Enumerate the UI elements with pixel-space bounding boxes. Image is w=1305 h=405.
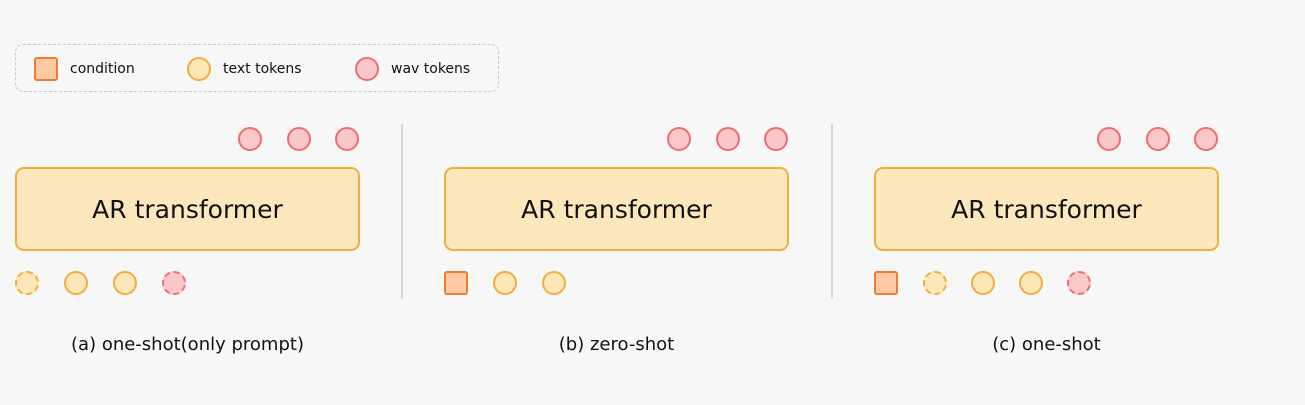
legend-item-condition: condition — [34, 45, 135, 93]
text-token-icon — [1019, 271, 1043, 295]
output-tokens — [15, 127, 360, 153]
input-tokens — [874, 271, 1219, 297]
prompt-wav-token-icon — [1067, 271, 1091, 295]
prompt-text-token-icon — [15, 271, 39, 295]
text-token-icon — [113, 271, 137, 295]
panel-zero-shot: AR transformer (b) zero-shot — [444, 0, 864, 405]
ar-transformer-box: AR transformer — [15, 167, 360, 251]
wav-token-icon — [1097, 127, 1121, 151]
panel-caption: (a) one-shot(only prompt) — [71, 334, 304, 355]
output-tokens — [874, 127, 1219, 153]
output-tokens — [444, 127, 789, 153]
legend-label-wav-tokens: wav tokens — [391, 61, 471, 77]
input-tokens — [15, 271, 360, 297]
legend-label-condition: condition — [70, 61, 135, 77]
text-token-icon — [493, 271, 517, 295]
condition-token-icon — [444, 271, 468, 295]
wav-token-icon — [667, 127, 691, 151]
condition-token-icon — [874, 271, 898, 295]
prompt-text-token-icon — [923, 271, 947, 295]
wav-token-icon — [287, 127, 311, 151]
text-token-icon — [64, 271, 88, 295]
wav-token-icon — [1146, 127, 1170, 151]
legend-label-text-tokens: text tokens — [223, 61, 302, 77]
legend-item-wav-tokens: wav tokens — [355, 45, 470, 93]
panel-caption: (b) zero-shot — [558, 334, 675, 355]
panel-caption: (c) one-shot — [992, 334, 1101, 355]
wav-token-icon — [764, 127, 788, 151]
wav-token-icon — [238, 127, 262, 151]
panel-one-shot: AR transformer (c) one-shot — [874, 0, 1294, 405]
wav-token-icon — [716, 127, 740, 151]
legend: condition text tokens wav tokens — [15, 44, 499, 92]
prompt-wav-token-icon — [162, 271, 186, 295]
text-token-circle-icon — [187, 57, 211, 81]
wav-token-icon — [1194, 127, 1218, 151]
panel-one-shot-only-prompt: AR transformer (a) one-shot(only prompt) — [15, 0, 435, 405]
text-token-icon — [971, 271, 995, 295]
panel-divider — [401, 124, 403, 299]
legend-item-text-tokens: text tokens — [187, 45, 302, 93]
input-tokens — [444, 271, 789, 297]
text-token-icon — [542, 271, 566, 295]
ar-transformer-box: AR transformer — [444, 167, 789, 251]
wav-token-circle-icon — [355, 57, 379, 81]
wav-token-icon — [335, 127, 359, 151]
condition-square-icon — [34, 57, 58, 81]
panel-divider — [831, 124, 833, 299]
ar-transformer-box: AR transformer — [874, 167, 1219, 251]
